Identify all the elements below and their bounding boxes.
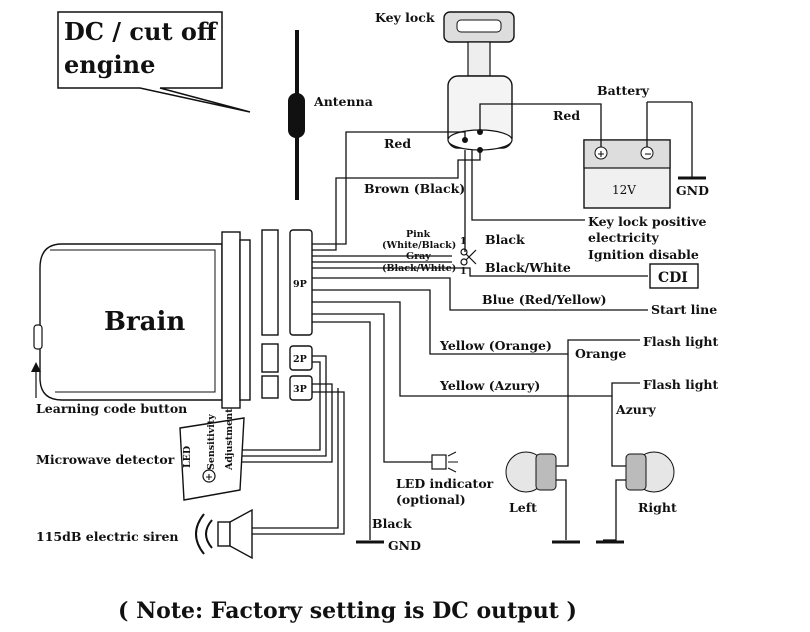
switch-pos-2: 1 [460, 266, 467, 277]
switch-pos-1: 1 [460, 236, 467, 247]
learning-code-button: Learning code button [31, 362, 187, 416]
yellow-azury-label: Yellow (Azury) [439, 378, 540, 393]
callout-line2: engine [64, 50, 155, 79]
port-9p [289, 229, 313, 336]
led-indicator-label-2: (optional) [396, 492, 466, 507]
key-lock: Key lock [375, 10, 515, 153]
callout: DC / cut off engine [57, 11, 251, 113]
right-label: Right [638, 500, 677, 515]
callout-line1: DC / cut off [64, 17, 218, 46]
svg-text:+: + [205, 472, 213, 483]
white-black-label: (White/Black) [382, 240, 456, 251]
mw-led-label: LED [182, 446, 193, 468]
siren-label: 115dB electric siren [36, 529, 179, 544]
key-lock-label: Key lock [375, 10, 435, 25]
led-indicator-label-1: LED indicator [396, 476, 494, 491]
key-positive-label-1: Key lock positive [588, 214, 707, 229]
led-indicator: LED indicator (optional) [396, 451, 494, 507]
gnd-bottom: Black GND [356, 516, 421, 553]
microwave-label: Microwave detector [36, 452, 175, 467]
scissors-icon [460, 248, 477, 266]
brain-label: Brain [104, 307, 185, 337]
black-gnd-label: Black [372, 516, 412, 531]
svg-text:+: + [597, 149, 605, 160]
port-2p-label: 2P [293, 354, 307, 365]
flash-light-2-label: Flash light [643, 377, 719, 392]
svg-text:−: − [644, 149, 652, 160]
battery-voltage: 12V [612, 183, 636, 197]
port-2p [289, 345, 313, 371]
azury-label: Azury [615, 402, 656, 417]
battery-label: Battery [597, 83, 650, 98]
learning-button-label: Learning code button [36, 401, 187, 416]
ignition-disable-label: Ignition disable [588, 247, 699, 262]
yellow-orange-label: Yellow (Orange) [439, 338, 552, 353]
flash-light-left: Left [505, 451, 580, 544]
left-label: Left [509, 500, 537, 515]
black-label: Black [485, 232, 525, 247]
microwave-detector: Microwave detector + LED Sensitivity Adj… [36, 355, 333, 501]
orange-label: Orange [575, 346, 626, 361]
port-3p-label: 3P [293, 384, 307, 395]
mw-adjustment-label: Adjustment [224, 408, 235, 471]
factory-note: ( Note: Factory setting is DC output ) [118, 598, 577, 624]
brown-black-label: Brown (Black) [364, 181, 465, 196]
black-white-label: Black/White [485, 260, 571, 275]
gnd-bottom-label: GND [388, 538, 421, 553]
wires-flash: Yellow (Orange) Flash light Orange Yello… [312, 289, 719, 540]
mw-sensitivity-label: Sensitivity [206, 414, 217, 470]
key-positive-label-2: electricity [588, 230, 660, 245]
siren: 115dB electric siren [36, 388, 345, 560]
gray-label: Gray [406, 251, 431, 262]
battery: Battery + − 12V GND [583, 83, 709, 209]
cdi-label: CDI [658, 270, 688, 286]
wires-top: Red Red Brown (Black) Key lock positive … [312, 103, 717, 317]
cdi-box [649, 263, 699, 289]
red-top-label: Red [384, 136, 411, 151]
red-battery-label: Red [553, 108, 580, 123]
flash-light-right: Right [596, 451, 677, 544]
start-line-label: Start line [651, 302, 717, 317]
port-3p [289, 375, 313, 401]
brain-unit: Brain 9P 2P 3P [33, 229, 313, 409]
antenna: Antenna [288, 30, 373, 200]
pink-label: Pink [406, 229, 431, 240]
blue-label: Blue (Red/Yellow) [482, 292, 607, 307]
gnd-battery-label: GND [676, 183, 709, 198]
port-9p-label: 9P [293, 279, 307, 290]
flash-light-1-label: Flash light [643, 334, 719, 349]
antenna-label: Antenna [313, 94, 373, 109]
